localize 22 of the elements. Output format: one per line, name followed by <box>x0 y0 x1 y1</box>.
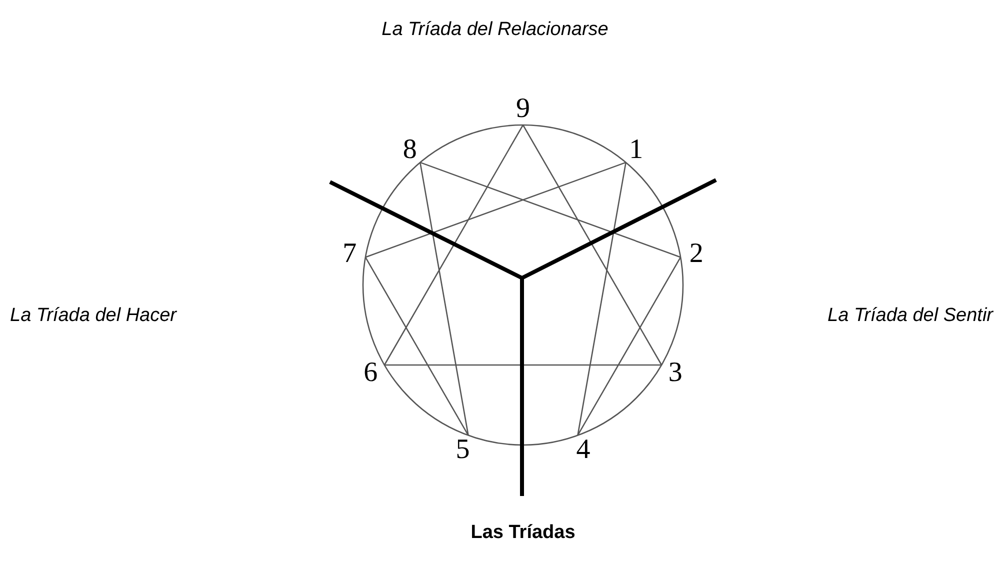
point-number: 2 <box>681 238 712 270</box>
caption: Las Tríadas <box>470 522 576 544</box>
point-number: 6 <box>356 357 386 389</box>
point-number: 7 <box>334 238 365 270</box>
connector-line <box>420 162 469 436</box>
connector-line <box>577 256 682 436</box>
point-number: 8 <box>394 134 425 166</box>
connector-line <box>364 256 469 436</box>
connector-line <box>522 124 662 366</box>
point-number: 1 <box>621 134 652 166</box>
connector-line <box>384 364 662 366</box>
triad-label: La Tríada del Hacer <box>10 305 177 327</box>
point-number: 3 <box>660 357 690 389</box>
triad-label: La Tríada del Relacionarse <box>382 19 608 41</box>
point-number: 9 <box>508 93 538 125</box>
triad-label: La Tríada del Sentir <box>828 305 993 327</box>
point-number: 5 <box>448 434 478 466</box>
point-number: 4 <box>568 434 598 466</box>
connector-line <box>420 162 681 258</box>
connector-line <box>577 162 626 436</box>
connector-line <box>365 162 626 258</box>
connector-line <box>384 124 524 366</box>
